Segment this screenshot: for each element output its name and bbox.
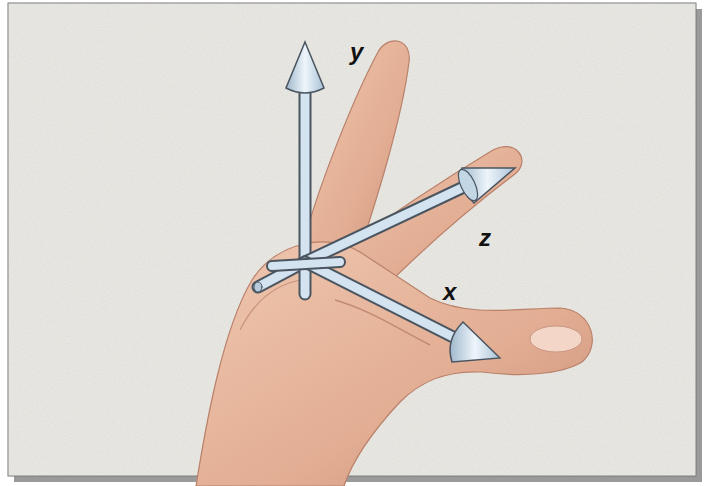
axis-label: z (479, 226, 491, 250)
axis-label: x (443, 280, 456, 304)
hand (196, 41, 592, 486)
thumbnail (530, 326, 582, 352)
coordinate-axes (254, 42, 515, 362)
axis-label: y (350, 40, 363, 64)
